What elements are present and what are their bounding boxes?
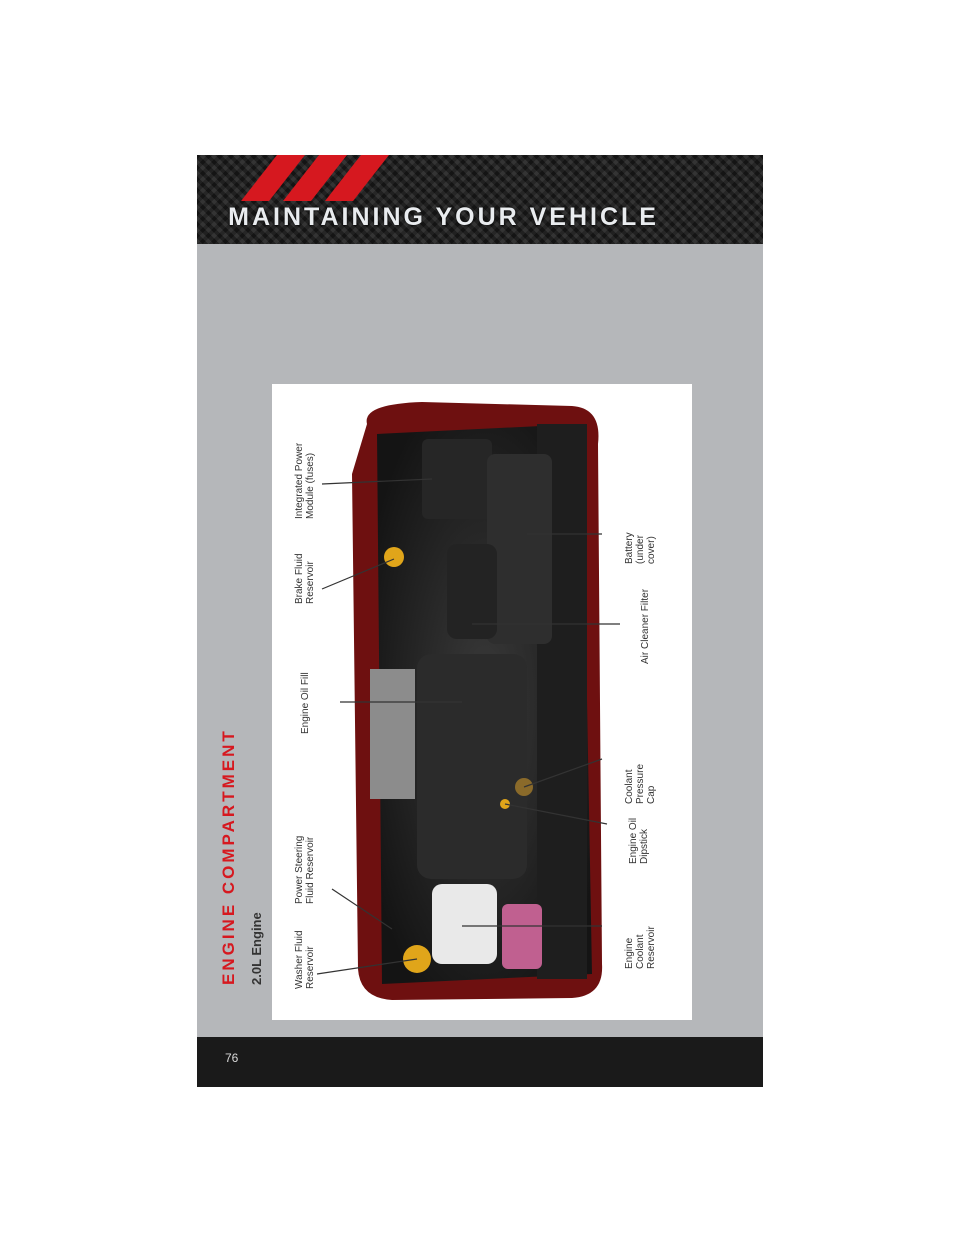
label-engine-coolant-reservoir: Engine Coolant Reservoir (624, 926, 657, 969)
header-title: MAINTAINING YOUR VEHICLE (228, 203, 659, 231)
label-power-steering-reservoir: Power Steering Fluid Reservoir (294, 835, 316, 904)
intake-hose-shape (447, 544, 497, 639)
heat-shield-shape (370, 669, 415, 799)
engine-cover-shape (417, 654, 527, 879)
leader-line (321, 558, 395, 590)
section-title: ENGINE COMPARTMENT (219, 728, 238, 985)
label-battery: Battery (under cover) (624, 532, 657, 564)
power-module-shape (422, 439, 492, 519)
leader-line (331, 888, 393, 930)
page-header: MAINTAINING YOUR VEHICLE (197, 155, 763, 244)
engine-compartment-figure: Integrated Power Module (fuses) Brake Fl… (272, 384, 692, 1020)
washer-tank-shape (502, 904, 542, 969)
leader-line (523, 758, 603, 788)
manual-page: MAINTAINING YOUR VEHICLE ENGINE COMPARTM… (197, 155, 763, 1087)
page-footer: 76 (197, 1037, 763, 1087)
leader-line (504, 803, 608, 825)
label-brake-fluid-reservoir: Brake Fluid Reservoir (294, 553, 316, 604)
label-air-cleaner-filter: Air Cleaner Filter (640, 588, 651, 664)
page-number: 76 (225, 1051, 239, 1065)
label-coolant-pressure-cap: Coolant Pressure Cap (624, 763, 657, 804)
label-integrated-power-module: Integrated Power Module (fuses) (294, 442, 316, 519)
engine-photo (316, 402, 620, 1000)
air-cleaner-shape (487, 454, 552, 644)
leader-line (321, 478, 433, 485)
label-engine-oil-dipstick: Engine Oil Dipstick (628, 817, 650, 864)
section-subtitle: 2.0L Engine (249, 912, 264, 985)
label-engine-oil-fill: Engine Oil Fill (300, 672, 311, 734)
leader-line (316, 958, 418, 975)
label-washer-fluid-reservoir: Washer Fluid Reservoir (294, 930, 316, 989)
coolant-reservoir-shape (432, 884, 497, 964)
brake-reservoir-cap-shape (384, 547, 404, 567)
